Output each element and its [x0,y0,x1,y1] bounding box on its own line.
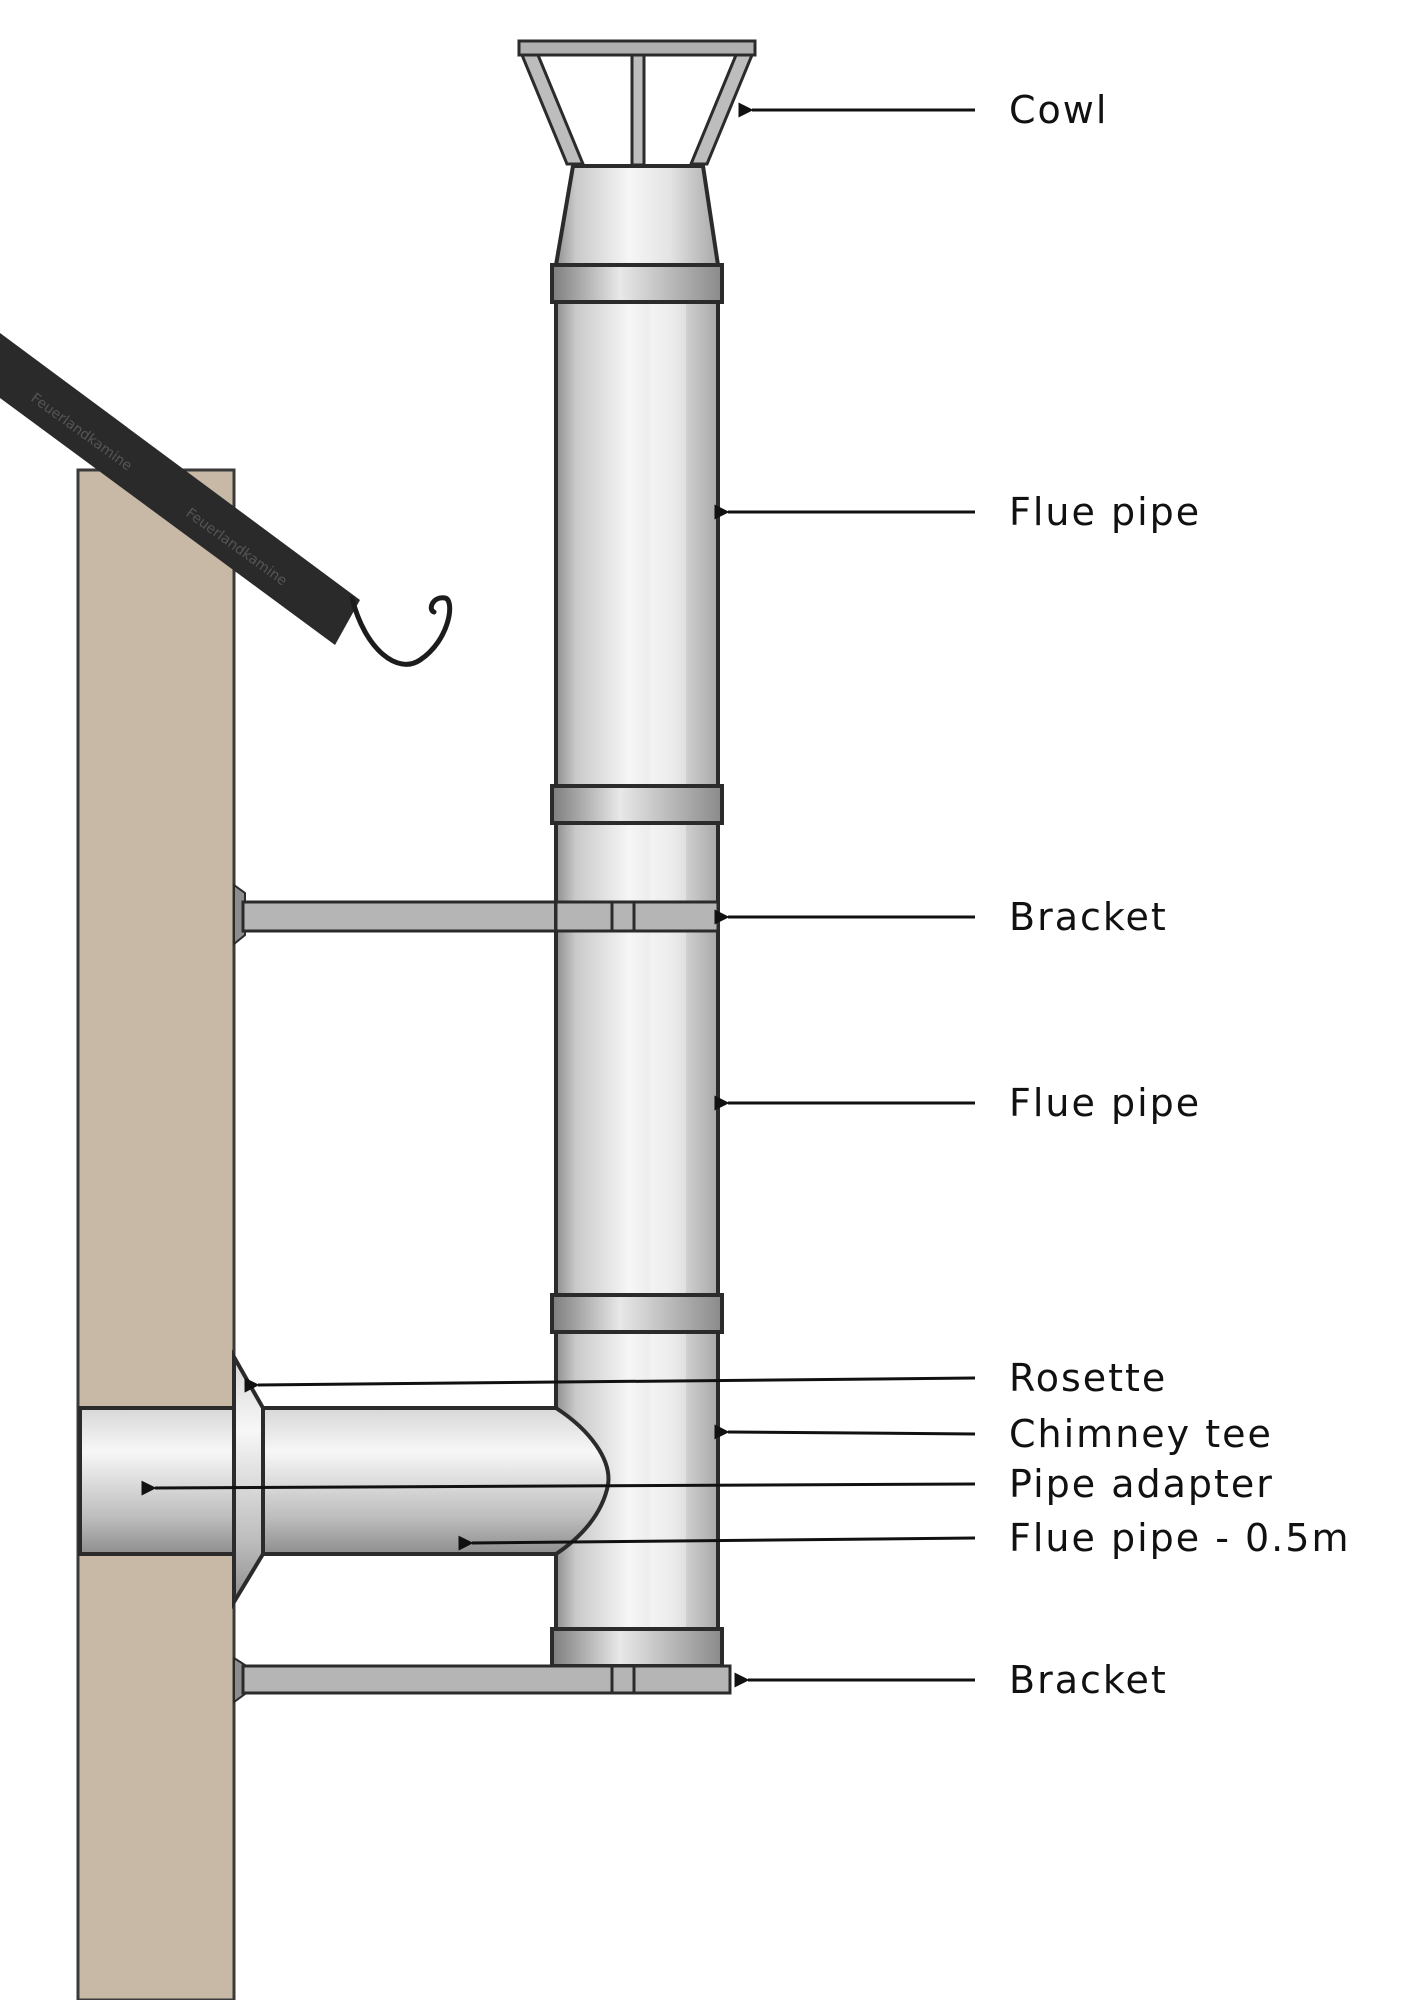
label-bracket-top: Bracket [1009,895,1168,939]
label-cowl: Cowl [1009,88,1108,132]
leader-flue-pipe-short [458,1535,976,1551]
pipe-band-4 [550,1627,724,1668]
pipe-band-2 [550,784,724,825]
leader-pipe-adapter [141,1480,976,1496]
bracket-top-clamp [554,900,720,933]
label-pipe-adapter: Pipe adapter [1009,1462,1274,1506]
gutter-hook [349,595,453,667]
pipe-band-1 [550,263,724,304]
label-rosette: Rosette [1009,1356,1167,1400]
label-bracket-bottom: Bracket [1009,1658,1168,1702]
cowl [517,39,757,167]
rosette [232,1349,265,1610]
label-flue-pipe-middle: Flue pipe [1009,1081,1201,1125]
wall [76,468,236,2000]
bracket-bottom [233,1656,732,1704]
leader-rosette [244,1376,976,1393]
pipe-adapter [78,1406,240,1556]
label-chimney-tee: Chimney tee [1009,1412,1273,1456]
pipe-band-3 [550,1293,724,1334]
label-flue-pipe-top: Flue pipe [1009,490,1201,534]
leader-chimney-tee [714,1424,976,1440]
flue-pipe-horizontal [261,1406,611,1556]
cowl-reducer [553,164,721,267]
label-flue-pipe-short: Flue pipe - 0.5m [1009,1516,1350,1560]
